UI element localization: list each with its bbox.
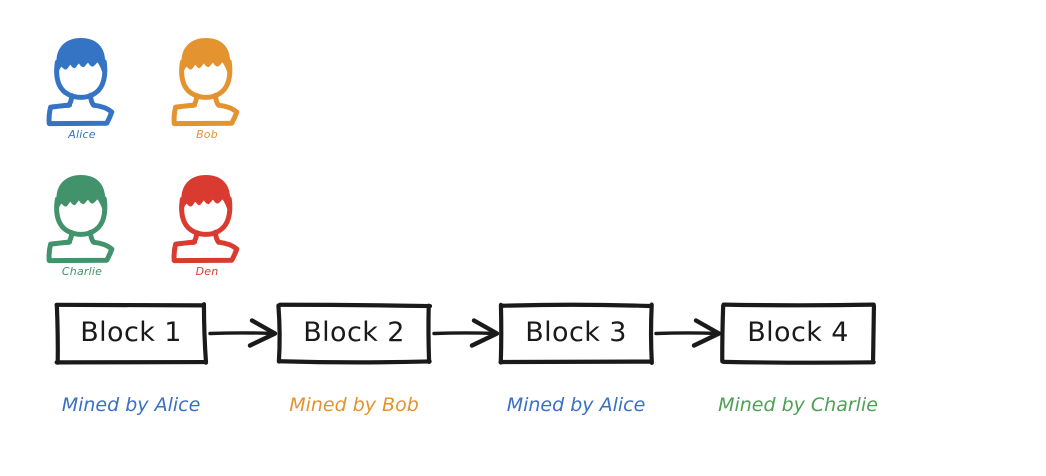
arrow-block1-block2 (210, 321, 275, 346)
arrow-block2-block3 (434, 321, 497, 346)
block-label-4: Block 4 (723, 317, 873, 348)
block-caption-1: Mined by Alice (17, 394, 245, 416)
block-label-3: Block 3 (501, 317, 651, 348)
block-caption-4: Mined by Charlie (683, 394, 913, 416)
arrow-block3-block4 (656, 321, 719, 346)
block-caption-2: Mined by Bob (239, 394, 469, 416)
block-caption-3: Mined by Alice (461, 394, 691, 416)
block-label-2: Block 2 (279, 317, 429, 348)
block-label-1: Block 1 (57, 317, 205, 348)
